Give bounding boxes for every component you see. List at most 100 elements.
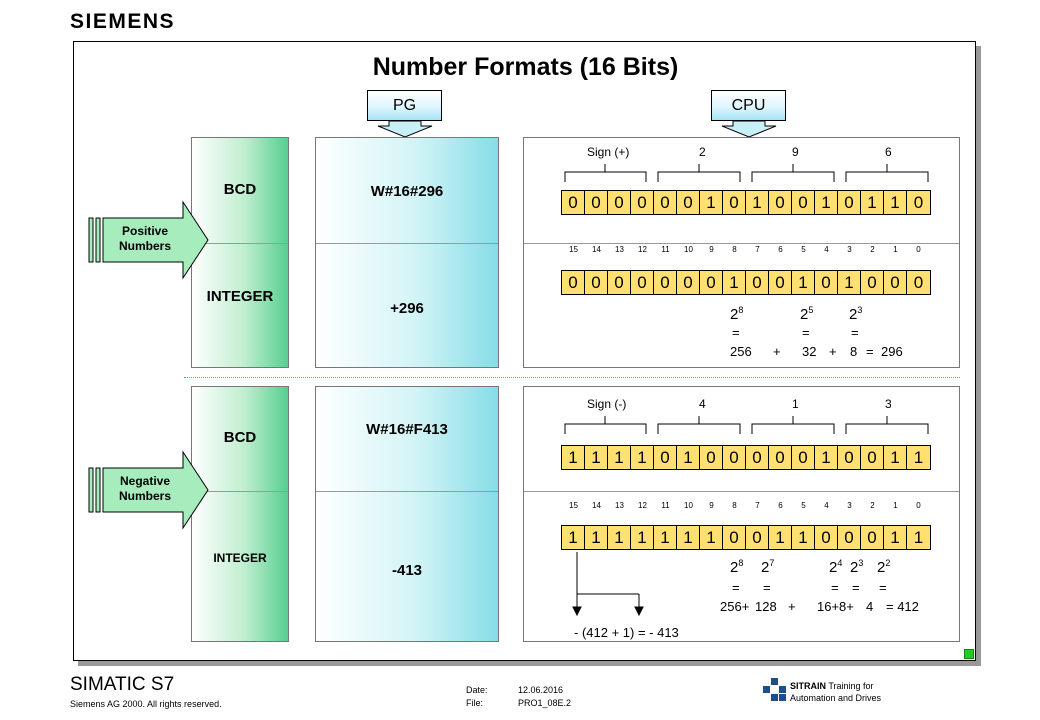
top-bcd-bit-5: 0: [677, 191, 700, 214]
top-bcd-bit-2: 0: [608, 191, 631, 214]
bit-index-7: 7: [755, 245, 760, 254]
divider: [316, 243, 498, 244]
bottom-bcd-bit-13: 0: [861, 446, 884, 469]
bottom-eq-1: =: [732, 580, 740, 595]
date-value: 12.06.2016: [518, 685, 564, 695]
bottom-int-bit-0: 1: [562, 526, 585, 549]
bottom-bcd-bit-15: 1: [913, 448, 924, 467]
bottom-pg-panel: W#16#F413 -413: [315, 386, 499, 642]
bottom-bcd-bit-9: 0: [769, 446, 792, 469]
sign-bit-arrows: [572, 552, 644, 617]
top-int-bit-6: 0: [700, 271, 723, 294]
top-sum-c: 8: [850, 344, 858, 359]
bit-index-12: 12: [638, 501, 647, 510]
footer-left: SIMATIC S7 Siemens AG 2000. All rights r…: [70, 674, 222, 709]
bit-index-11: 11: [661, 501, 670, 510]
top-sign-label: Sign (+): [587, 145, 630, 159]
top-sum-a: 256: [730, 344, 752, 359]
bottom-eq-4: =: [852, 580, 860, 595]
file-label: File:: [466, 698, 484, 708]
sitrain-text: SITRAIN Training for Automation and Driv…: [790, 680, 881, 704]
sitrain-name: SITRAIN: [790, 681, 826, 691]
bottom-int-value: -413: [391, 562, 423, 579]
bottom-bcd-bit-7: 0: [723, 446, 746, 469]
top-nibble-brackets: [564, 164, 929, 182]
top-bcd-bit-8: 1: [746, 191, 769, 214]
bottom-integer-label: INTEGER: [213, 551, 267, 565]
bit-index-5: 5: [801, 245, 806, 254]
bottom-digit-1: 4: [699, 397, 706, 411]
bottom-sum-a: 256+: [720, 599, 750, 614]
top-bcd-bit-14: 1: [884, 191, 907, 214]
bottom-bcd-label: BCD: [223, 429, 257, 446]
training-line1: Training for: [828, 681, 874, 691]
top-int-bit-8: 0: [746, 271, 769, 294]
bit-index-1: 1: [893, 245, 898, 254]
top-int-bit-5: 0: [677, 271, 700, 294]
bit-index-2: 2: [870, 501, 875, 510]
bottom-int-bit-3: 1: [631, 526, 654, 549]
top-int-bit-1: 0: [585, 271, 608, 294]
bottom-int-bit-1: 1: [585, 526, 608, 549]
top-pg-panel: W#16#296 +296: [315, 137, 499, 368]
complement-formula: - (412 + 1) = - 413: [574, 625, 679, 640]
bottom-bcd-bit-5: 1: [677, 446, 700, 469]
bottom-int-bit-7: 0: [723, 526, 746, 549]
top-int-value: +296: [390, 300, 424, 317]
divider: [192, 243, 288, 244]
bottom-int-bit-9: 1: [769, 526, 792, 549]
top-int-bit-0: 0: [562, 271, 585, 294]
bottom-power-3: 24: [829, 558, 843, 576]
top-eq-1: =: [732, 325, 740, 340]
bit-index-0: 0: [916, 245, 921, 254]
top-sum-eq: =: [866, 344, 874, 359]
top-bcd-bit-4: 0: [654, 191, 677, 214]
bit-index-7: 7: [755, 501, 760, 510]
bottom-bcd-bit-1: 1: [585, 446, 608, 469]
bottom-bcd-bit-0: 1: [562, 446, 585, 469]
bottom-sum-c: 16+8+: [817, 599, 854, 614]
bit-index-10: 10: [684, 245, 693, 254]
file-value: PRO1_08E.2: [518, 698, 572, 708]
siemens-logo: SIEMENS: [70, 10, 176, 33]
top-hex-value: W#16#296: [370, 183, 444, 200]
top-power-2: 25: [800, 305, 814, 323]
bottom-bcd-bit-10: 0: [792, 446, 815, 469]
bottom-eq-3: =: [831, 580, 839, 595]
bit-index-3: 3: [847, 501, 852, 510]
arrow-icon: [88, 450, 209, 530]
top-eq-2: =: [802, 325, 810, 340]
top-int-bit-2: 0: [608, 271, 631, 294]
bottom-power-5: 22: [877, 558, 891, 576]
corner-marker: [964, 649, 974, 659]
top-int-bit-13: 0: [861, 271, 884, 294]
bit-index-15: 15: [569, 501, 578, 510]
product-name: SIMATIC S7: [70, 674, 175, 695]
bottom-int-bit-6: 1: [700, 526, 723, 549]
slide: Number Formats (16 Bits) PG CPU BCD INTE…: [73, 41, 976, 661]
bottom-int-bit-4: 1: [654, 526, 677, 549]
bottom-eq-2: =: [763, 580, 771, 595]
page-title: Number Formats (16 Bits): [372, 53, 679, 81]
top-digit-2: 9: [792, 145, 799, 159]
bottom-sum-d: 4: [866, 599, 874, 614]
arrow-icon: [88, 200, 209, 280]
bit-index-6: 6: [778, 501, 783, 510]
top-digit-3: 6: [885, 145, 892, 159]
top-int-bit-15: 0: [913, 273, 924, 292]
top-int-bit-3: 0: [631, 271, 654, 294]
top-bcd-bit-6: 1: [700, 191, 723, 214]
top-digit-1: 2: [699, 145, 706, 159]
training-line2: Automation and Drives: [790, 693, 882, 703]
bottom-int-bit-12: 0: [838, 526, 861, 549]
bottom-bcd-bit-12: 0: [838, 446, 861, 469]
bottom-bcd-bit-2: 1: [608, 446, 631, 469]
